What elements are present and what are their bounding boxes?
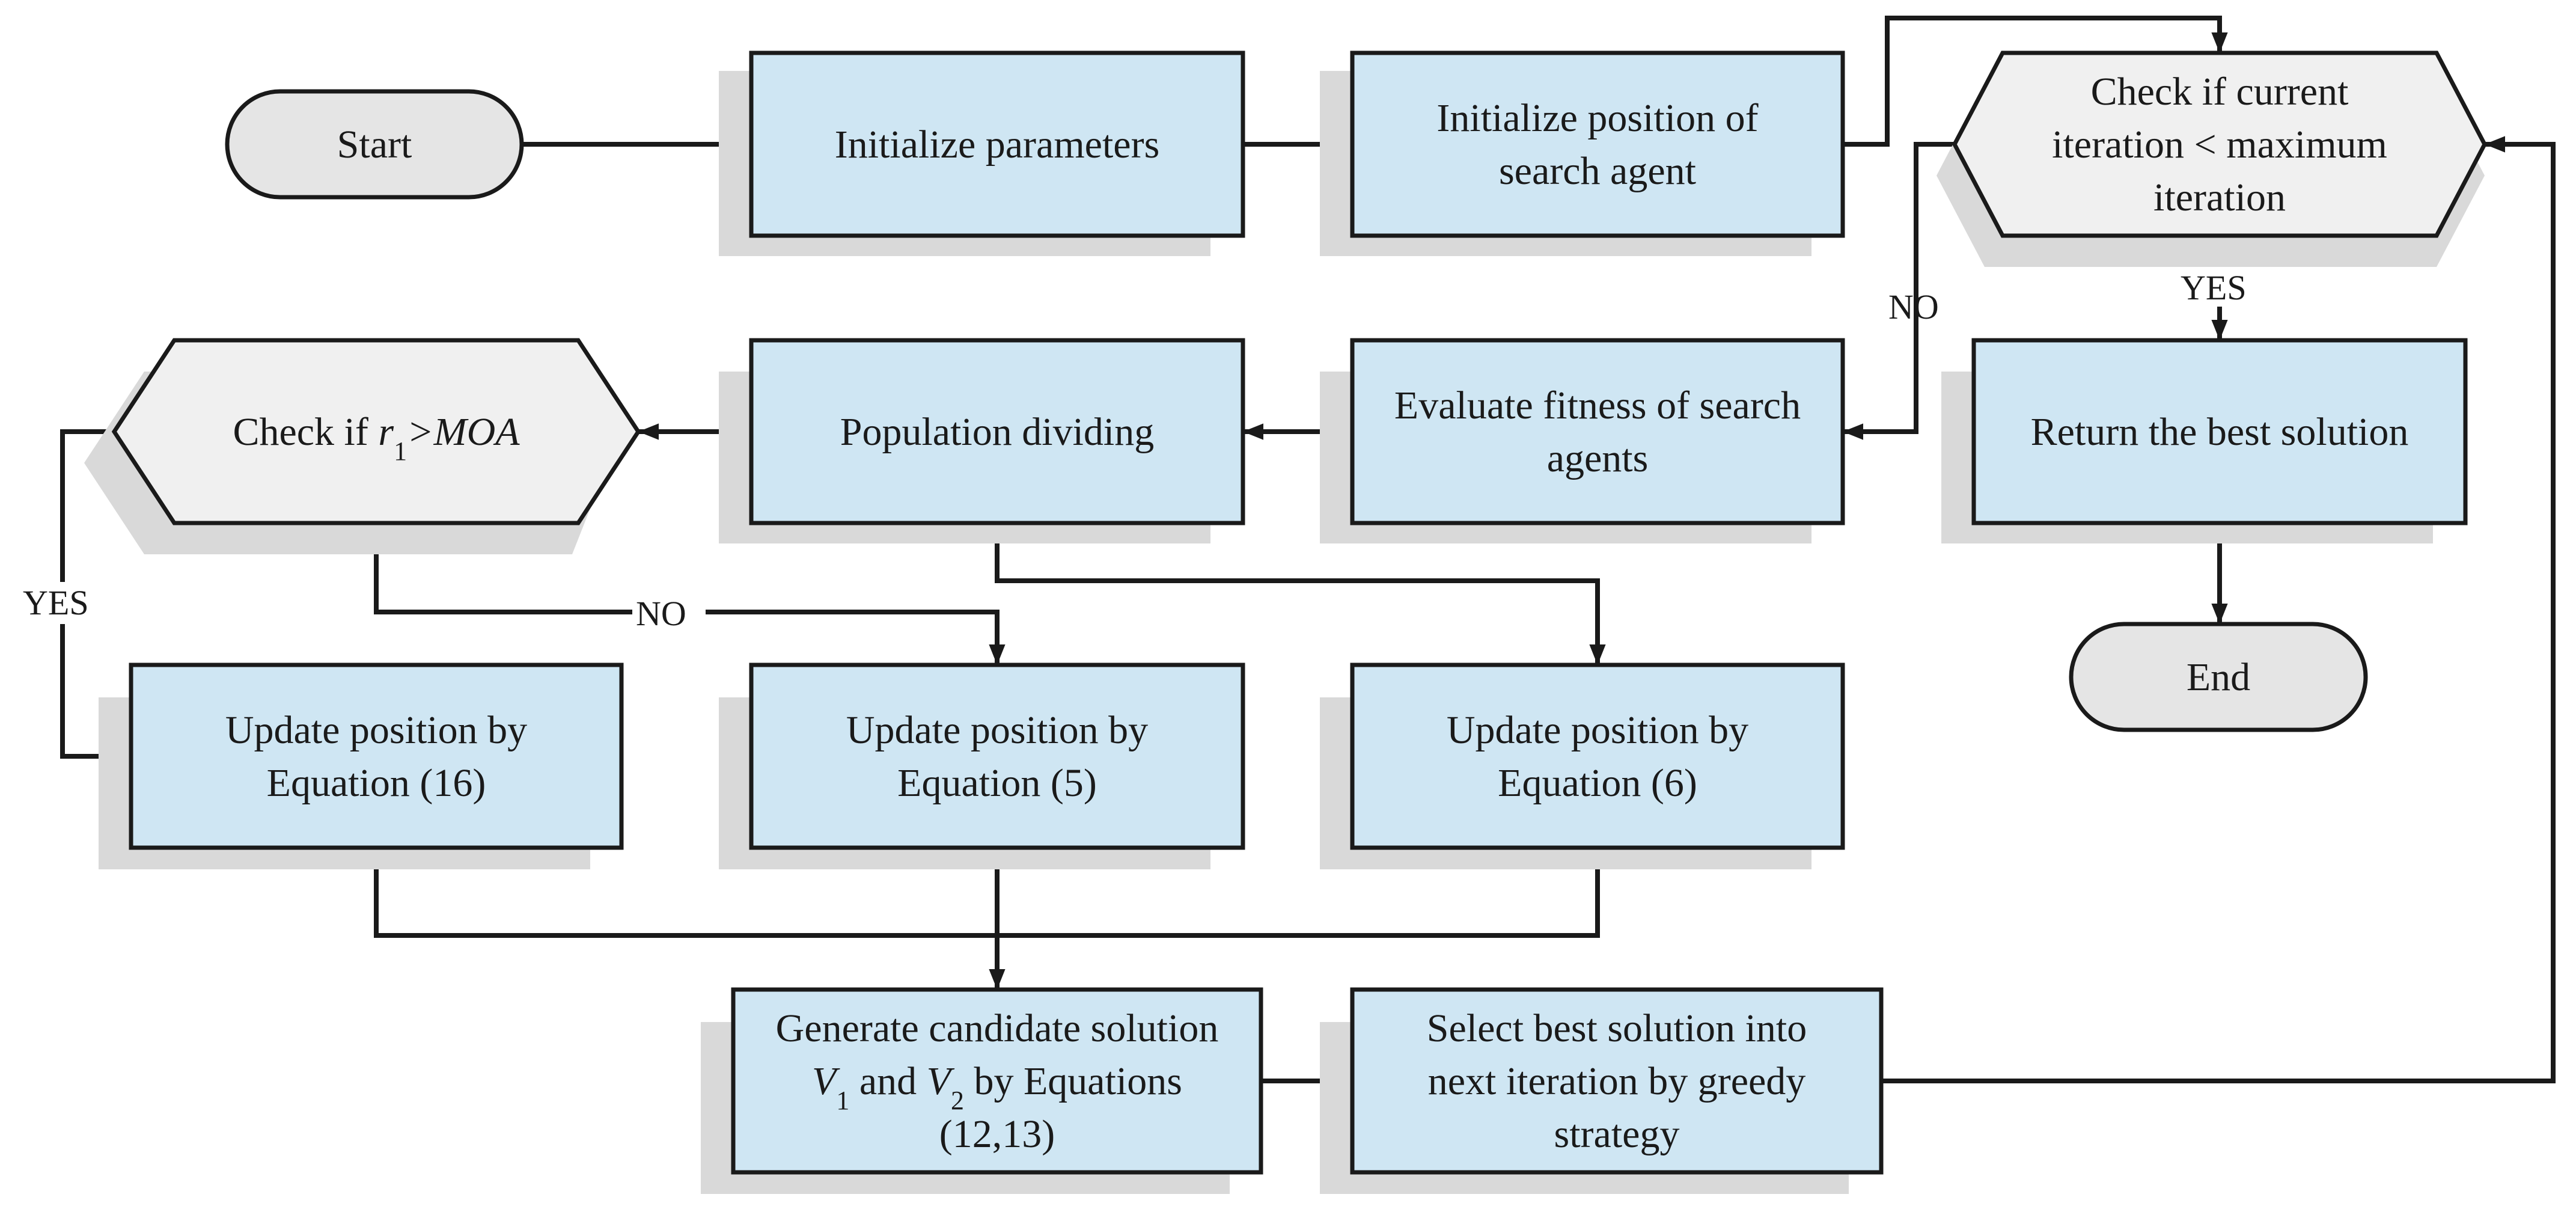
edge-label-iteration-no: NO [1888,287,1939,326]
update-16-box [129,663,624,850]
edge-label-iteration-yes: YES [2181,268,2247,307]
edge-label-moa-no: NO [636,594,686,633]
check-moa-label: Check if r1>MOA [233,410,520,466]
edge-labels: NO YES YES NO [12,265,2269,634]
init-params-box [749,50,1245,238]
edge-update-16-merge [374,848,997,938]
generate-candidate-box [731,987,1263,1175]
node-labels: Start Initialize parameters Initialize p… [225,70,2409,1156]
check-moa-decision [111,338,641,525]
population-dividing-box [749,338,1245,525]
init-params-label: Initialize parameters [835,123,1160,167]
select-best-box [1350,987,1884,1175]
evaluate-fitness-box [1350,338,1845,525]
edge-population-to-update-6 [995,523,1606,665]
end-label: End [2187,655,2250,699]
update-5-box [749,663,1245,850]
return-best-box [1971,338,2468,525]
start-terminal [225,89,524,200]
nodes [111,50,2487,1175]
init-position-box [1350,50,1845,238]
return-best-label: Return the best solution [2031,410,2409,454]
update-6-box [1350,663,1845,850]
edge-label-moa-yes: YES [23,583,89,622]
check-iteration-decision [1952,50,2487,238]
end-terminal [2069,622,2368,732]
edge-update-6-merge [997,848,1600,938]
edge-init-position-to-check-iteration [1843,16,2228,147]
start-label: Start [337,123,412,167]
population-dividing-label: Population dividing [840,410,1155,454]
edge-select-to-check-iteration [1881,136,2556,1083]
edge-check-iteration-no-to-evaluate [1843,142,1955,440]
